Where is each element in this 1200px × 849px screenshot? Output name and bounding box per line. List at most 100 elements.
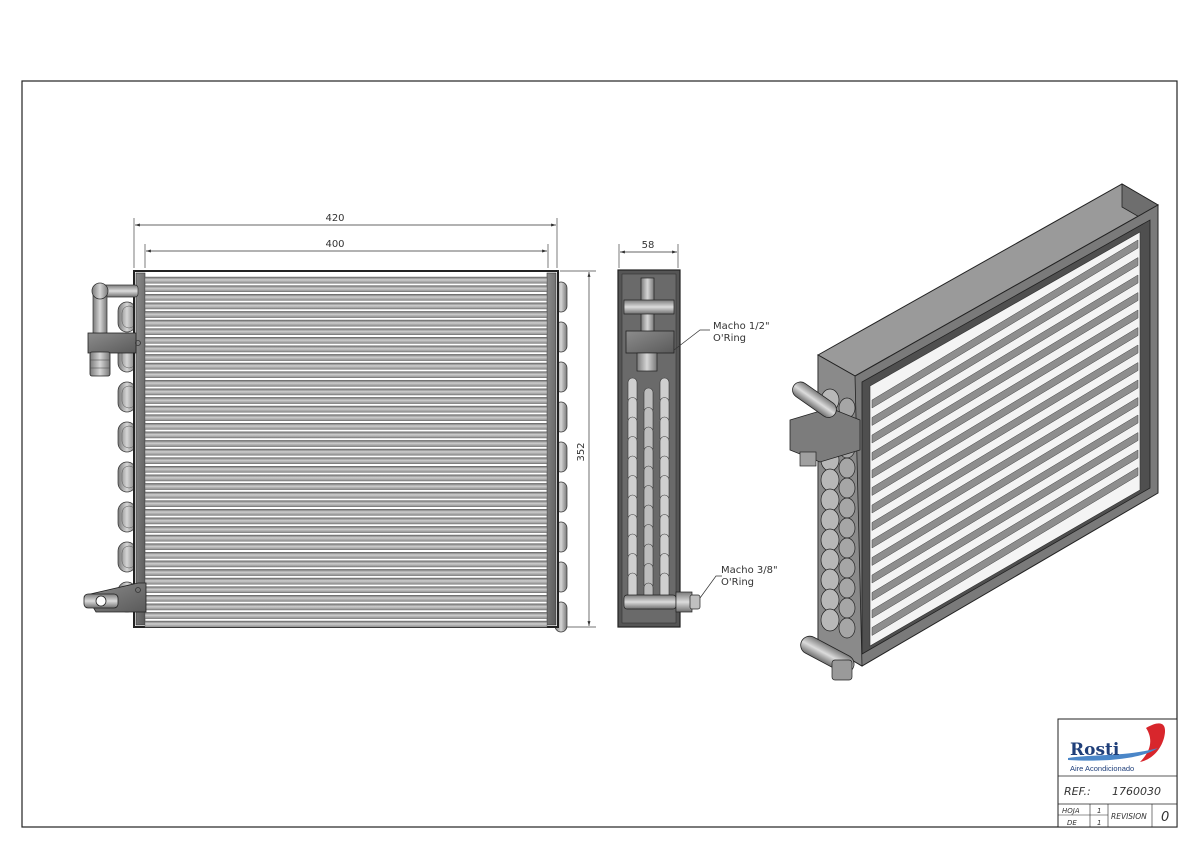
- revision-label: REVISION: [1111, 812, 1147, 821]
- iso-bend: [820, 568, 840, 592]
- fin-strip: [144, 534, 548, 542]
- ref-value: 1760030: [1112, 785, 1161, 798]
- iso-bend: [838, 597, 856, 619]
- fin-strip: [144, 371, 548, 379]
- fin-strip: [144, 612, 548, 619]
- fin-strip: [144, 311, 548, 318]
- side-tube-pattern: [627, 377, 670, 610]
- iso-fin-strip: [871, 327, 1139, 496]
- note-upper-line2: O'Ring: [713, 333, 746, 344]
- iso-bend: [820, 608, 840, 632]
- iso-bend: [820, 528, 840, 552]
- iso-fin-strip: [871, 309, 1139, 479]
- front-view: 420 400 352: [83, 213, 596, 633]
- note-upper-fitting: Macho 1/2" O'Ring: [673, 321, 770, 351]
- iso-bend: [838, 557, 856, 579]
- fin-strip: [144, 509, 548, 516]
- iso-bend: [838, 457, 856, 479]
- iso-fin-strip: [871, 274, 1139, 444]
- note-lower-line2: O'Ring: [721, 577, 754, 588]
- sheet-border: [21, 80, 1178, 828]
- side-view: 58 Macho 1/2" O'Ring Macho 3/8" O'Ring: [617, 240, 778, 628]
- fin-strip: [144, 543, 548, 550]
- iso-bend: [838, 497, 856, 519]
- iso-fin-strip: [871, 344, 1139, 514]
- fin-strip: [144, 328, 548, 336]
- fin-pack: [144, 276, 548, 628]
- fin-strip: [144, 560, 548, 568]
- note-lower-fitting: Macho 3/8" O'Ring: [699, 565, 778, 599]
- de-value: 1: [1097, 819, 1101, 827]
- fin-strip: [144, 337, 548, 344]
- note-upper-line1: Macho 1/2": [713, 321, 770, 332]
- revision-value: 0: [1161, 810, 1169, 825]
- iso-fin-strip: [871, 239, 1139, 409]
- iso-bend: [838, 477, 856, 499]
- fin-strip: [144, 414, 548, 422]
- side-lower-manifold: [623, 591, 701, 613]
- de-label: DE: [1067, 819, 1077, 827]
- iso-bend: [838, 577, 856, 599]
- fin-strip: [144, 603, 548, 611]
- hoja-value: 1: [1097, 807, 1101, 815]
- iso-fin-strip: [871, 292, 1139, 461]
- note-lower-line1: Macho 3/8": [721, 565, 778, 576]
- iso-bend: [838, 517, 856, 539]
- dimension-height-label: 352: [576, 442, 587, 461]
- fin-strip: [144, 448, 548, 456]
- iso-bend: [820, 488, 840, 512]
- iso-inlet-fitting: [789, 381, 861, 467]
- fin-strip: [144, 569, 548, 576]
- fin-strip: [144, 440, 548, 447]
- iso-fin-strip: [871, 414, 1139, 584]
- outlet-fitting: [83, 582, 147, 613]
- dimension-core-width-label: 400: [325, 239, 344, 250]
- iso-fin-strip: [871, 362, 1139, 531]
- frame-right-plate: [546, 272, 557, 626]
- fin-strip: [144, 526, 548, 533]
- iso-bend: [838, 617, 856, 639]
- fin-strip: [144, 380, 548, 387]
- fitting-nut-upper: [89, 351, 111, 377]
- fin-strip: [144, 500, 548, 508]
- side-fitting-bracket: [625, 330, 675, 354]
- iso-fin-strip: [871, 432, 1139, 601]
- fin-strip: [144, 423, 548, 430]
- dimension-overall-width-label: 420: [325, 213, 344, 224]
- iso-fin-strip: [871, 379, 1139, 549]
- iso-fin-strip: [871, 449, 1139, 619]
- iso-fin-strip: [871, 397, 1139, 566]
- iso-fin-strip: [871, 257, 1139, 426]
- fin-strip: [144, 405, 548, 413]
- iso-fin-pack: [871, 239, 1139, 636]
- iso-fin-strip: [871, 467, 1139, 636]
- fin-strip: [144, 474, 548, 482]
- rosti-logo: Rosti Aire Acondicionado: [1068, 723, 1166, 773]
- dimension-core-width: 400: [144, 239, 549, 268]
- side-upper-manifold: [623, 277, 675, 372]
- inlet-header: [87, 282, 141, 377]
- frame-left-plate: [135, 272, 146, 626]
- fin-strip: [144, 388, 548, 396]
- fin-strip: [144, 319, 548, 327]
- iso-bend: [820, 548, 840, 572]
- fin-strip: [144, 577, 548, 585]
- fin-strip: [144, 466, 548, 473]
- fin-strip: [144, 362, 548, 370]
- fin-strip: [144, 595, 548, 602]
- logo-brand-text: Rosti: [1070, 740, 1120, 760]
- fin-strip: [144, 586, 548, 593]
- ref-label: REF.:: [1064, 785, 1091, 798]
- fin-strip: [144, 302, 548, 310]
- fin-strip: [144, 457, 548, 465]
- fin-strip: [144, 552, 548, 559]
- fin-strip: [144, 276, 548, 284]
- dimension-overall-width: 420: [133, 213, 558, 268]
- iso-bend: [838, 537, 856, 559]
- iso-bend: [820, 508, 840, 532]
- fin-strip: [144, 620, 548, 628]
- logo-tagline: Aire Acondicionado: [1070, 764, 1134, 773]
- iso-bend: [820, 468, 840, 492]
- dimension-depth-label: 58: [642, 240, 655, 251]
